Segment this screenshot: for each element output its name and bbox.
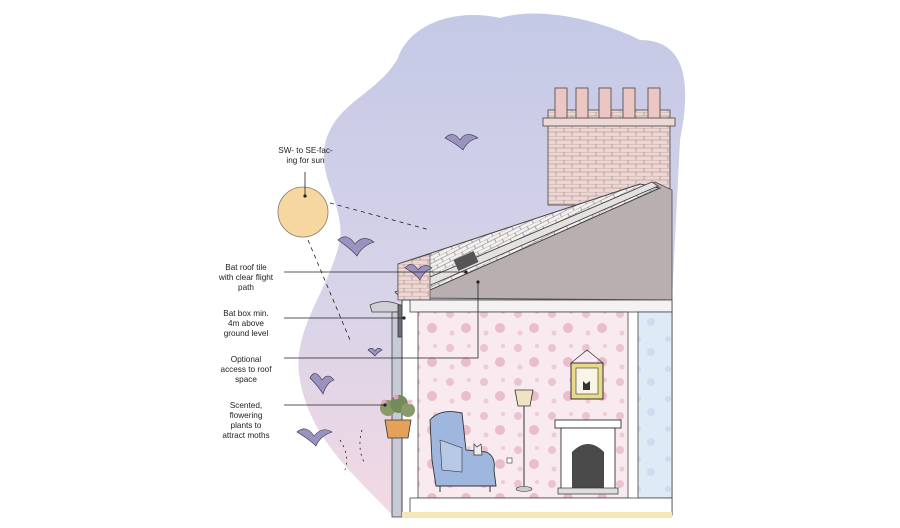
bat — [309, 373, 335, 395]
fireplace — [554, 419, 622, 495]
label-line: SW- to SE-fac- — [278, 146, 333, 155]
bat — [444, 134, 479, 151]
cat-picture — [570, 349, 604, 400]
sun-ray-line — [329, 202, 431, 231]
label-bat-box: Bat box min. 4m above ground level — [210, 309, 282, 339]
label-line: plants to — [230, 421, 262, 430]
label-line: ing for sun — [286, 156, 325, 165]
label-scented-plants: Scented, flowering plants to attract mot… — [210, 401, 282, 441]
label-line: Bat roof tile — [225, 263, 267, 272]
label-line: ground level — [223, 329, 269, 338]
label-line: path — [238, 283, 254, 292]
cat — [473, 443, 483, 456]
floor-lamp — [514, 389, 534, 492]
ground-strip — [402, 512, 672, 518]
gutter — [369, 301, 401, 313]
label-line: 4m above — [228, 319, 264, 328]
bat — [367, 347, 383, 357]
downpipe — [391, 311, 403, 518]
sun — [277, 186, 329, 238]
label-line: space — [235, 375, 257, 384]
label-line: access to roof — [220, 365, 272, 374]
chimney — [542, 87, 676, 206]
leader-lines — [284, 172, 480, 407]
moth-trail-2 — [359, 429, 365, 463]
label-line: Scented, — [229, 401, 263, 410]
bat-roof-tile — [453, 251, 479, 271]
label-roof-access: Optional access to roof space — [210, 355, 282, 385]
sun-ray-line-2 — [307, 239, 351, 341]
label-sun-orientation: SW- to SE-fac- ing for sun — [258, 146, 353, 166]
bat — [296, 428, 333, 447]
flower-pot — [380, 394, 415, 439]
armchair — [429, 411, 497, 492]
wall-socket — [506, 457, 513, 464]
label-line: Optional — [230, 355, 262, 364]
bat — [337, 236, 375, 257]
label-line: with clear flight — [218, 273, 274, 282]
attic-floor — [409, 299, 673, 313]
right-room-wallpaper — [637, 311, 673, 499]
label-bat-roof-tile: Bat roof tile with clear flight path — [210, 263, 282, 293]
label-line: Bat box min. — [223, 309, 269, 318]
label-line: flowering — [229, 411, 263, 420]
label-line: attract moths — [222, 431, 270, 440]
